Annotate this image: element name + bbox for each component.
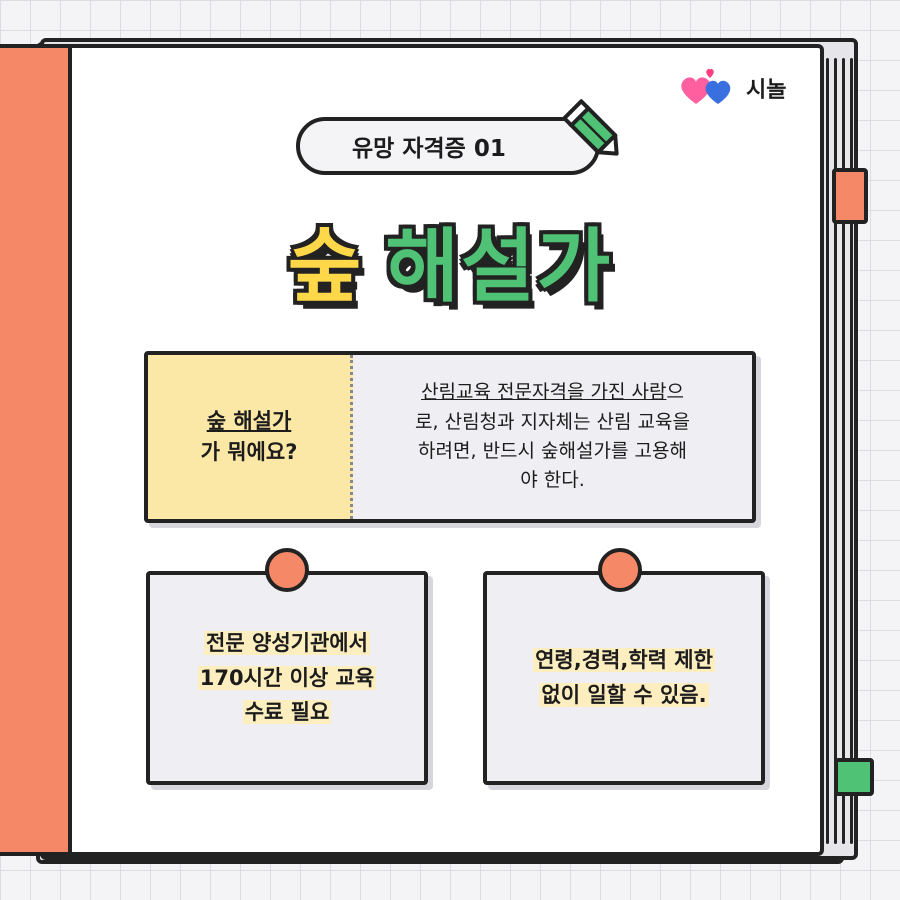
pencil-icon	[562, 99, 619, 156]
card-1-line-3: 수료 필요	[242, 700, 332, 725]
definition-box: 숲 해설가 가 뭐에요? 산림교육 전문자격을 가진 사람으 로, 산림청과 지…	[144, 351, 756, 523]
answer-line-1-rest: 으	[666, 381, 684, 404]
question-line-2: 가 뭐에요?	[200, 440, 298, 464]
headline-word-interpreter: 해설가	[385, 220, 613, 313]
answer-cell: 산림교육 전문자격을 가진 사람으 로, 산림청과 지자체는 산림 교육을 하려…	[353, 355, 752, 519]
answer-line-2: 로, 산림청과 지자체는 산림 교육을	[415, 410, 690, 433]
question-line-1: 숲 해설가	[206, 408, 292, 433]
card-1-line-2: 170시간 이상 교육	[197, 665, 377, 690]
brand-logo: 시놀	[676, 68, 786, 108]
bookmark-tab-orange	[832, 168, 868, 224]
question-cell: 숲 해설가 가 뭐에요?	[148, 355, 353, 519]
notebook-spine	[0, 44, 72, 856]
card-1-line-1: 전문 양성기관에서	[204, 631, 370, 656]
info-card-eligibility: 연령,경력,학력 제한 없이 일할 수 있음.	[483, 571, 765, 785]
heart-logo-icon	[681, 68, 731, 104]
category-badge: 유망 자격증 01	[296, 117, 600, 175]
category-badge-label: 유망 자격증 01	[352, 136, 506, 162]
card-2-line-2: 없이 일할 수 있음.	[539, 683, 709, 707]
answer-line-3: 하려면, 반드시 숲해설가를 고용해	[418, 440, 687, 462]
pushpin-icon	[598, 548, 642, 592]
answer-line-4: 야 한다.	[520, 469, 585, 492]
card-2-line-1: 연령,경력,학력 제한	[533, 648, 715, 673]
headline-word-forest: 숲	[287, 220, 364, 313]
answer-line-1: 산림교육 전문자격을 가진 사람으	[415, 378, 690, 407]
pushpin-icon	[265, 548, 309, 592]
bookmark-tab-green	[834, 758, 874, 796]
info-card-training: 전문 양성기관에서 170시간 이상 교육 수료 필요	[146, 571, 428, 785]
page-edge-lines	[826, 58, 856, 844]
answer-underlined-text: 산림교육 전문자격을 가진 사람	[421, 381, 667, 404]
brand-name: 시놀	[746, 78, 787, 103]
